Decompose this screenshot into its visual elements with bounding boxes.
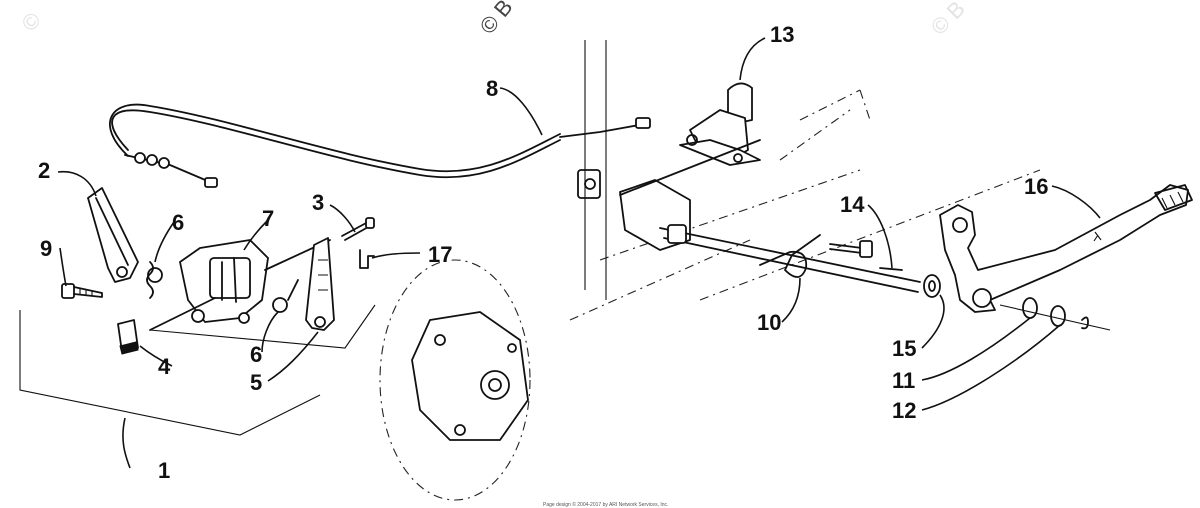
part-label-8: 8 <box>486 76 498 101</box>
master-cylinder <box>679 82 761 166</box>
part-label-15: 15 <box>892 336 916 361</box>
bolt <box>61 283 103 299</box>
part-label-4: 4 <box>158 354 171 379</box>
part-label-13: 13 <box>770 22 794 47</box>
brake-pedal <box>939 184 1193 313</box>
watermark-left: © <box>16 7 45 36</box>
part-label-3: 3 <box>312 190 324 215</box>
brake-shaft <box>619 139 921 293</box>
part-label-6a: 6 <box>172 210 184 235</box>
part-number-labels: 1 2 3 4 5 6 6 7 8 9 10 11 12 13 14 15 16… <box>38 22 1048 483</box>
assembly-bracket-line <box>19 310 321 436</box>
part-label-12: 12 <box>892 398 916 423</box>
part-label-2: 2 <box>38 158 50 183</box>
part-label-9: 9 <box>40 236 52 261</box>
clip <box>359 249 375 269</box>
part-label-16: 16 <box>1024 174 1048 199</box>
footer-copyright: Page design © 2004-2017 by ARI Network S… <box>543 501 668 508</box>
part-label-6b: 6 <box>250 342 262 367</box>
callout-lines <box>57 37 1101 469</box>
chassis-frame <box>569 40 1041 321</box>
part-label-17: 17 <box>428 242 452 267</box>
washers <box>923 274 1111 331</box>
shaft-bolt <box>829 240 903 271</box>
part-label-5: 5 <box>250 370 262 395</box>
watermark-center: © B <box>475 0 518 39</box>
part-label-11: 11 <box>892 368 915 393</box>
return-spring <box>759 234 821 278</box>
bracket <box>305 237 335 331</box>
part-label-10: 10 <box>757 310 781 335</box>
brake-pad <box>117 319 139 355</box>
springs <box>146 261 299 313</box>
part-label-1: 1 <box>158 458 170 483</box>
watermark-right: © B <box>926 0 970 40</box>
brake-cable <box>109 103 651 188</box>
part-label-7: 7 <box>262 206 274 231</box>
part-label-14: 14 <box>840 192 865 217</box>
brake-caliper <box>149 239 331 331</box>
brake-lever <box>87 187 139 283</box>
pin <box>341 217 375 241</box>
brake-disc <box>149 259 531 501</box>
